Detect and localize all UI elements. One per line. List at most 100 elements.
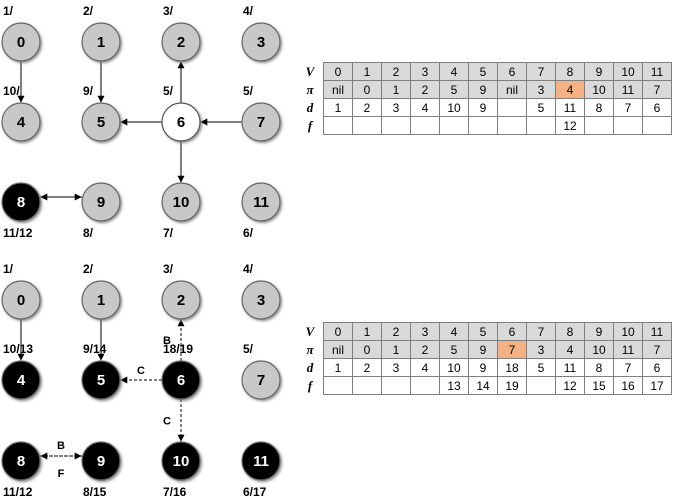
row-header: d [306, 99, 314, 115]
table-cell: 19 [497, 376, 527, 395]
row-header: π [306, 341, 314, 357]
node-label: 4 [17, 372, 26, 389]
table-cell: 18 [497, 358, 527, 377]
table-cell: 7 [642, 340, 672, 359]
node-4 [1, 360, 41, 400]
node-7 [241, 102, 281, 142]
node-label: 8 [17, 194, 25, 211]
table-cell: 1 [323, 98, 353, 117]
table-cell: 4 [555, 340, 585, 359]
node-5 [81, 102, 121, 142]
node-3 [241, 22, 281, 62]
table-cell: 3 [381, 358, 411, 377]
table-cell: 7 [526, 62, 556, 81]
node-8 [1, 441, 41, 481]
table-cell: nil [323, 80, 353, 99]
edge-label: C [163, 416, 171, 428]
table-cell: nil [323, 340, 353, 359]
table-cell: 11 [613, 340, 643, 359]
node-discovery-finish: 9/ [83, 84, 94, 98]
node-label: 7 [257, 114, 265, 131]
node-9 [81, 182, 121, 222]
table-cell: 10 [439, 358, 469, 377]
node-label: 7 [257, 372, 265, 389]
node-discovery-finish: 7/16 [163, 485, 187, 499]
table-cell: 9 [468, 358, 498, 377]
table-cell [497, 98, 527, 117]
node-label: 3 [257, 292, 265, 309]
table-cell [439, 116, 469, 135]
table-cell [497, 116, 527, 135]
node-label: 0 [17, 292, 25, 309]
node-0 [1, 280, 41, 320]
node-11 [241, 182, 281, 222]
table-cell: 3 [526, 340, 556, 359]
table-cell: 16 [613, 376, 643, 395]
table-cell: 4 [410, 358, 440, 377]
table-cell: 4 [410, 98, 440, 117]
table-cell: 6 [497, 322, 527, 341]
node-discovery-finish: 11/12 [3, 226, 33, 240]
table-cell: 1 [352, 62, 382, 81]
node-label: 11 [253, 453, 269, 470]
node-2 [161, 22, 201, 62]
table-cell: 1 [352, 322, 382, 341]
node-discovery-finish: 1/ [3, 4, 14, 18]
node-1 [81, 280, 121, 320]
node-label: 10 [173, 194, 190, 211]
node-discovery-finish: 6/17 [243, 485, 267, 499]
node-discovery-finish: 5/ [163, 84, 174, 98]
node-discovery-finish: 10/13 [3, 342, 33, 356]
table-cell: 8 [555, 62, 585, 81]
node-9 [81, 441, 121, 481]
table-cell: 3 [526, 80, 556, 99]
node-4 [1, 102, 41, 142]
node-discovery-finish: 8/ [83, 226, 94, 240]
node-1 [81, 22, 121, 62]
node-label: 9 [97, 194, 105, 211]
table-cell: 5 [526, 98, 556, 117]
edge-label: F [58, 468, 65, 480]
table-cell: 7 [497, 340, 527, 359]
row-header: f [307, 117, 313, 133]
table-cell: 11 [642, 62, 672, 81]
node-10 [161, 182, 201, 222]
node-discovery-finish: 4/ [243, 4, 254, 18]
table-cell: 17 [642, 376, 672, 395]
node-3 [241, 280, 281, 320]
table-cell: 10 [613, 62, 643, 81]
edge-label: C [137, 365, 145, 377]
table-cell [381, 376, 411, 395]
table-cell: 1 [323, 358, 353, 377]
node-label: 10 [173, 453, 190, 470]
node-label: 6 [177, 114, 185, 131]
node-label: 4 [17, 114, 26, 131]
table-cell: 8 [555, 322, 585, 341]
table-cell: 9 [584, 62, 614, 81]
node-discovery-finish: 3/ [163, 4, 174, 18]
table-cell: 7 [642, 80, 672, 99]
table-cell: 5 [468, 322, 498, 341]
node-label: 9 [97, 453, 105, 470]
table-cell [352, 116, 382, 135]
table-cell: 12 [555, 116, 585, 135]
table-cell: nil [497, 80, 527, 99]
node-label: 0 [17, 34, 25, 51]
table-cell [613, 116, 643, 135]
graph-top: 01/12/23/34/410/59/65/75/811/1298/107/11… [1, 4, 281, 240]
table-cell: 2 [352, 98, 382, 117]
node-discovery-finish: 9/14 [83, 342, 107, 356]
table-cell: 2 [410, 340, 440, 359]
table-cell: 3 [410, 62, 440, 81]
node-discovery-finish: 6/ [243, 226, 254, 240]
node-5 [81, 360, 121, 400]
node-label: 2 [177, 292, 185, 309]
table-cell: 1 [381, 80, 411, 99]
table-cell: 10 [584, 340, 614, 359]
table-cell: 4 [439, 322, 469, 341]
table-cell: 11 [613, 80, 643, 99]
